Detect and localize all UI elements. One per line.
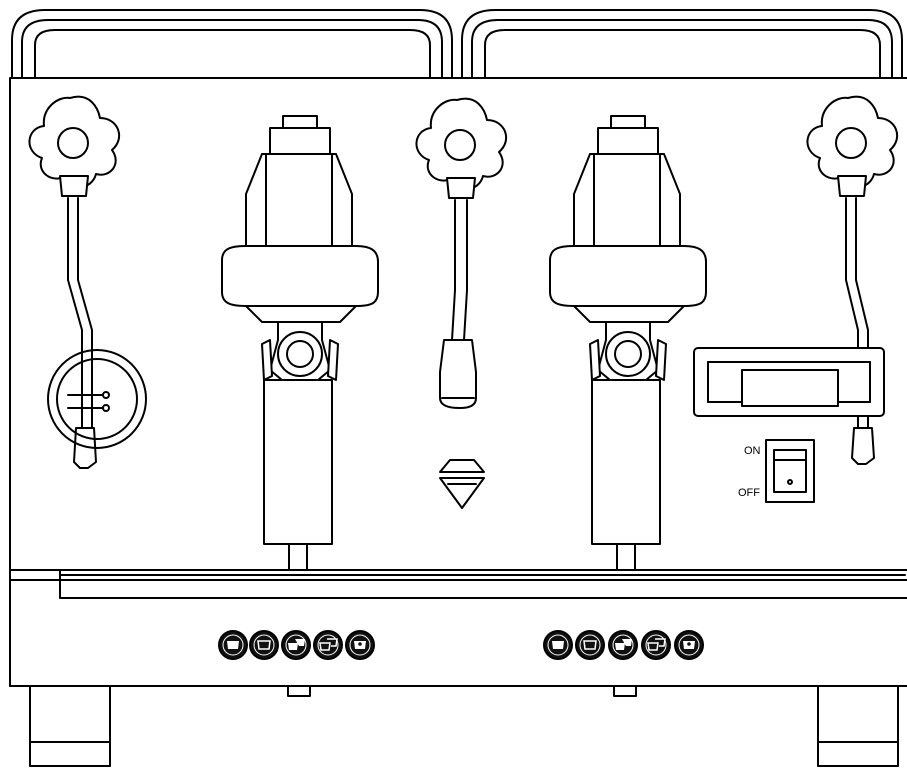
foot-right [817, 685, 899, 767]
cup-rail-right [461, 9, 903, 79]
button-group-right [543, 630, 704, 660]
group-head-right [549, 115, 707, 323]
brand-logo-icon [439, 459, 485, 509]
switch-off-label: OFF [738, 487, 760, 499]
button-group-left [218, 630, 375, 660]
cup-rail-left [11, 9, 453, 79]
double-cup-outline-icon [319, 638, 338, 651]
double-cup-filled-icon [615, 639, 632, 650]
power-switch[interactable] [765, 439, 815, 503]
switch-on-label: ON [744, 445, 761, 457]
double-cup-filled-icon [288, 639, 305, 650]
double-cup-outline-icon [647, 638, 666, 651]
portafilter-left[interactable] [261, 321, 339, 571]
manual-cup-button[interactable] [345, 630, 375, 660]
steam-knob-right[interactable] [806, 95, 899, 197]
double-cup-outline-button[interactable] [641, 630, 671, 660]
single-cup-filled-icon [227, 641, 239, 649]
single-cup-filled-icon [552, 641, 564, 649]
single-cup-outline-button[interactable] [249, 630, 279, 660]
steam-knob-left[interactable] [28, 95, 121, 197]
double-cup-filled-button[interactable] [281, 630, 311, 660]
single-cup-outline-button[interactable] [575, 630, 605, 660]
steam-wand-right [845, 197, 875, 465]
portafilter-right[interactable] [589, 321, 667, 571]
steam-knob-center[interactable] [415, 97, 508, 199]
manual-cup-button[interactable] [674, 630, 704, 660]
group-head-left [221, 115, 379, 323]
hot-water-wand [439, 199, 477, 409]
single-cup-filled-button[interactable] [543, 630, 573, 660]
drip-tray [59, 569, 907, 599]
gauge-left [47, 349, 147, 449]
double-cup-outline-button[interactable] [313, 630, 343, 660]
steam-wand-left [67, 197, 97, 469]
foot-left [29, 685, 111, 767]
single-cup-outline-icon [257, 640, 271, 650]
display-screen [741, 369, 839, 407]
double-cup-filled-button[interactable] [608, 630, 638, 660]
single-cup-filled-button[interactable] [218, 630, 248, 660]
single-cup-outline-icon [583, 640, 597, 650]
display-panel [693, 347, 885, 417]
